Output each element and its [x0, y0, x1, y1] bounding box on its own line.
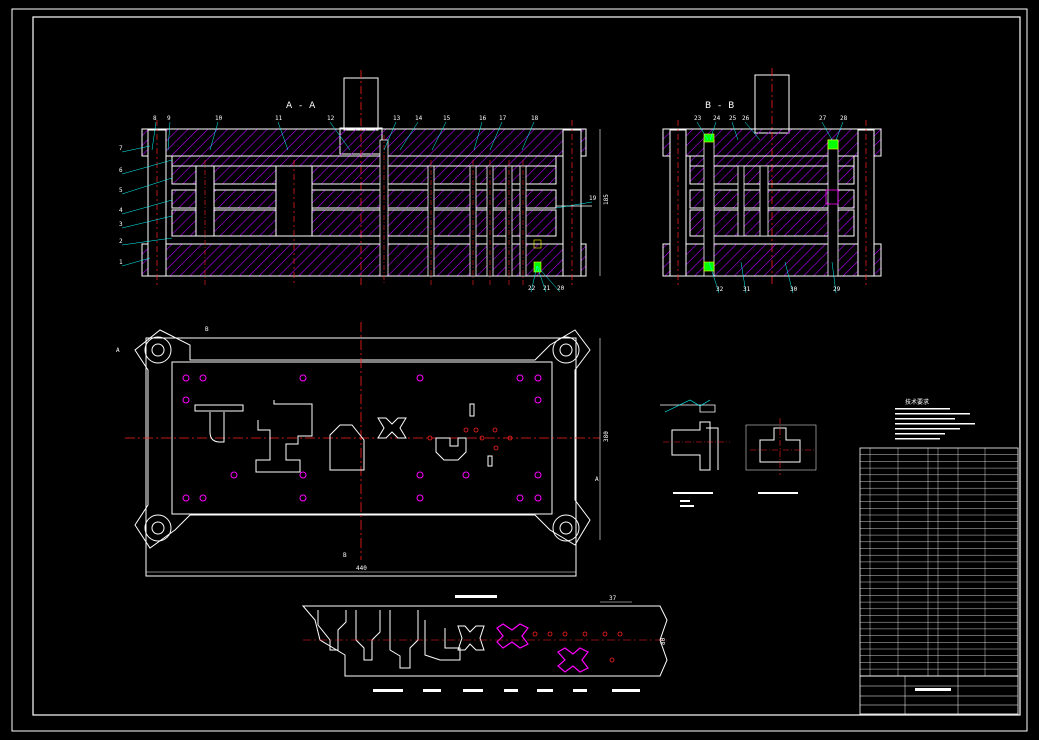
callout-leader [121, 159, 173, 175]
callout-leader [399, 121, 419, 151]
section-bb-title: B - B [705, 101, 736, 111]
callout-leader [383, 121, 397, 151]
callout-number: 18 [531, 115, 539, 122]
section-aa-view: A - A [141, 70, 610, 285]
callout-leader [121, 237, 173, 246]
callout-leader [536, 265, 547, 293]
callout-number: 32 [716, 286, 724, 293]
strip-layout: 37 80 [301, 595, 668, 692]
callout-number: 25 [729, 115, 737, 122]
plan-view: B B A A 440 380 [116, 322, 610, 577]
callout-number: 4 [119, 207, 123, 214]
callout-number: 21 [543, 285, 551, 292]
plan-cut-label-b-bottom: B [343, 552, 347, 559]
callout-leader [708, 261, 720, 294]
callout-leader [209, 121, 219, 151]
strip-width-dimension: 80 [660, 637, 667, 645]
callout-number: 7 [119, 145, 123, 152]
callout-leader [744, 121, 761, 141]
callout-number: 11 [275, 115, 283, 122]
notes-title: 技术要求 [905, 398, 929, 406]
callout-leader [536, 265, 561, 293]
plan-cut-label-b-top: B [205, 326, 209, 333]
callout-leader [121, 145, 151, 153]
section-aa-title: A - A [286, 101, 317, 111]
callout-number: 26 [742, 115, 750, 122]
callout-leader [167, 121, 171, 151]
callout-leader [121, 199, 173, 215]
callout-number: 19 [589, 195, 597, 202]
callout-number: 28 [840, 115, 848, 122]
part-detail-right [745, 418, 817, 494]
callout-leader [121, 215, 173, 229]
callout-number: 15 [443, 115, 451, 122]
aa-height-dimension: 185 [603, 194, 610, 205]
callout-number: 31 [743, 286, 751, 293]
title-block [859, 675, 1019, 715]
callout-leader [709, 121, 717, 141]
callout-leader [740, 261, 747, 294]
callout-leader [696, 121, 709, 141]
callout-number: 22 [528, 285, 536, 292]
callout-number: 24 [713, 115, 721, 122]
callout-number: 23 [694, 115, 702, 122]
callout-leader [121, 177, 173, 195]
callout-number: 1 [119, 259, 123, 266]
callout-leader [784, 261, 794, 294]
callout-number: 27 [819, 115, 827, 122]
callout-number: 8 [153, 115, 157, 122]
callout-leader [731, 121, 739, 141]
callout-leader [329, 121, 351, 151]
callout-number: 5 [119, 187, 123, 194]
callout-number: 17 [499, 115, 507, 122]
callout-number: 16 [479, 115, 487, 122]
plan-height-dimension: 380 [603, 431, 610, 442]
callout-number: 29 [833, 286, 841, 293]
callout-number: 10 [215, 115, 223, 122]
strip-pitch-dimension: 37 [609, 595, 617, 602]
callout-number: 12 [327, 115, 335, 122]
callout-leader [831, 261, 837, 294]
plan-cut-label-a-right: A [595, 476, 599, 483]
callout-leader [489, 121, 503, 151]
callout-number: 6 [119, 167, 123, 174]
parts-list-table [859, 447, 1019, 677]
callout-leader [821, 121, 833, 141]
plan-cut-label-a-left: A [116, 347, 120, 354]
callout-number: 2 [119, 238, 123, 245]
callout-leader [151, 121, 157, 151]
callout-leader [473, 121, 483, 151]
callout-number: 14 [415, 115, 423, 122]
callout-leader [431, 121, 447, 151]
callout-number: 13 [393, 115, 401, 122]
callout-leader [277, 121, 289, 151]
callout-leader [530, 265, 538, 293]
callout-number: 9 [167, 115, 171, 122]
drawing-frame [11, 8, 1028, 732]
callout-leader [121, 257, 151, 267]
callout-leader [555, 201, 593, 209]
callout-leader [835, 121, 844, 141]
callout-number: 3 [119, 221, 123, 228]
plan-width-dimension: 440 [356, 565, 367, 572]
section-bb-callouts: 23 24 25 26 27 28 32 31 30 29 [694, 115, 848, 294]
technical-notes: 技术要求 [895, 398, 975, 440]
part-detail-left [660, 399, 730, 507]
callout-number: 20 [557, 285, 565, 292]
callout-leader [521, 121, 535, 151]
section-bb-view: B - B [662, 68, 882, 285]
callout-number: 30 [790, 286, 798, 293]
